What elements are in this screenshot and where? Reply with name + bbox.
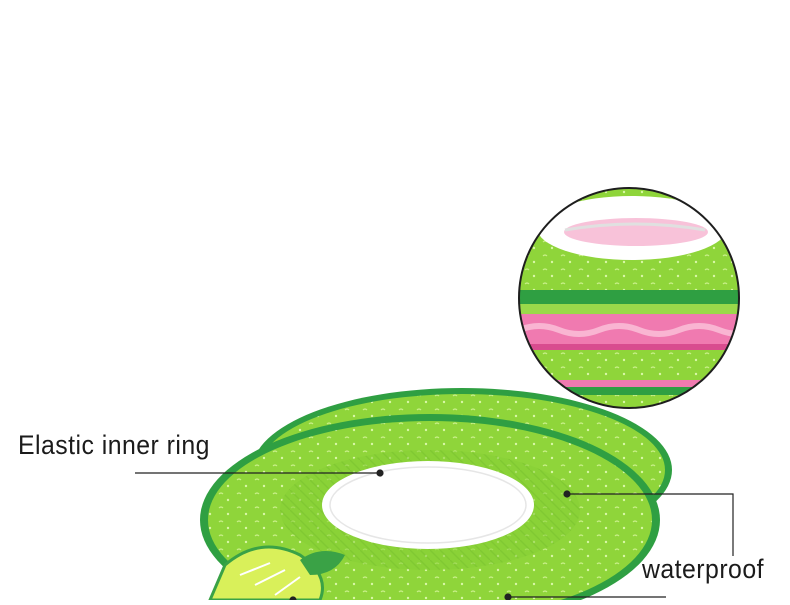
- elastic-inner-ring-label: Elastic inner ring: [18, 430, 210, 460]
- zoom-detail-circle: [518, 187, 740, 409]
- waterproof-label: waterproof: [642, 554, 764, 584]
- annotation-lines: [135, 469, 734, 604]
- lime-decoration: [207, 545, 345, 602]
- front-cap: [200, 414, 660, 605]
